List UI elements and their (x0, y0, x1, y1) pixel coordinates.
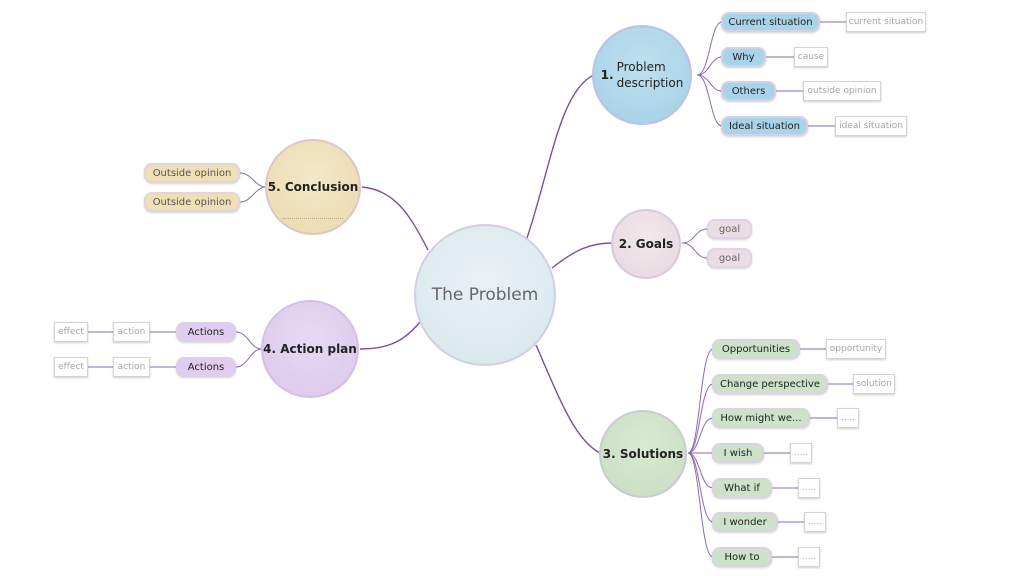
central-topic[interactable]: The Problem (414, 224, 556, 366)
solutions-child-how-to[interactable]: How to (712, 547, 772, 567)
solutions-child-i-wish[interactable]: I wish (712, 443, 764, 463)
branch-solutions[interactable]: 3. Solutions (599, 410, 687, 498)
branch-goals[interactable]: 2. Goals (611, 209, 681, 279)
link-root-problem (526, 74, 595, 239)
leaf-how-to-placeholder[interactable]: ..... (798, 547, 820, 567)
goals-child-goal-2[interactable]: goal (707, 248, 752, 268)
solutions-child-change-perspective[interactable]: Change perspective (712, 374, 828, 394)
pill-label: How to (724, 551, 760, 563)
action-plan-child-actions-2[interactable]: Actions (176, 357, 236, 377)
pill-label: How might we... (720, 412, 802, 424)
problem-label-line1: Problem (616, 60, 666, 74)
link-root-goals (551, 242, 613, 269)
pill-label: I wonder (723, 516, 767, 528)
problem-child-others[interactable]: Others (721, 81, 776, 101)
pill-label: Ideal situation (728, 120, 801, 132)
action-plan-label: 4. Action plan (263, 342, 357, 356)
pill-label: Current situation (728, 16, 813, 28)
leaf-what-if-placeholder[interactable]: ..... (798, 478, 820, 498)
problem-child-ideal-situation[interactable]: Ideal situation (721, 116, 808, 136)
solutions-child-opportunities[interactable]: Opportunities (712, 339, 800, 359)
leaf-opportunity[interactable]: opportunity (826, 339, 886, 359)
goals-child-goal-1[interactable]: goal (707, 219, 752, 239)
problem-child-why[interactable]: Why (721, 47, 766, 67)
branch-action-plan[interactable]: 4. Action plan (261, 300, 359, 398)
pill-label: Outside opinion (152, 196, 232, 208)
leaf-action-2[interactable]: action (113, 357, 150, 377)
pill-label: Why (732, 51, 755, 63)
problem-child-current-situation[interactable]: Current situation (721, 12, 820, 32)
leaf-how-might-we-placeholder[interactable]: ..... (837, 408, 859, 428)
leaf-ideal-situation[interactable]: ideal situation (835, 116, 907, 136)
problem-number: 1. (600, 68, 614, 82)
pill-label: goal (718, 223, 741, 235)
solutions-label: 3. Solutions (602, 447, 684, 461)
leaf-cause[interactable]: cause (794, 47, 828, 67)
conclusion-child-outside-opinion-2[interactable]: Outside opinion (144, 192, 240, 212)
pill-label: I wish (723, 447, 753, 459)
link-root-action (359, 321, 421, 350)
leaf-i-wonder-placeholder[interactable]: ..... (804, 512, 826, 532)
solutions-child-how-might-we[interactable]: How might we... (712, 408, 810, 428)
goals-label: 2. Goals (618, 237, 674, 251)
pill-label: Others (731, 85, 766, 97)
leaf-action-1[interactable]: action (113, 322, 150, 342)
leaf-outside-opinion[interactable]: outside opinion (803, 81, 881, 101)
pill-label: goal (718, 252, 741, 264)
conclusion-dotted-underline (283, 218, 343, 219)
pill-label: Change perspective (719, 378, 821, 390)
link-root-conclusion (361, 186, 429, 251)
branch-problem-description[interactable]: 1. Problem description (592, 25, 692, 125)
conclusion-child-outside-opinion-1[interactable]: Outside opinion (144, 163, 240, 183)
solutions-child-what-if[interactable]: What if (712, 478, 772, 498)
leaf-effect-2[interactable]: effect (54, 357, 88, 377)
pill-label: Actions (187, 361, 225, 373)
pill-label: Actions (187, 326, 225, 338)
conclusion-label: 5. Conclusion (267, 180, 359, 194)
pill-label: Outside opinion (152, 167, 232, 179)
leaf-i-wish-placeholder[interactable]: ..... (790, 443, 812, 463)
leaf-solution[interactable]: solution (853, 374, 895, 394)
solutions-child-i-wonder[interactable]: I wonder (712, 512, 778, 532)
pill-label: Opportunities (721, 343, 791, 355)
action-plan-child-actions-1[interactable]: Actions (176, 322, 236, 342)
link-root-solutions (535, 344, 601, 454)
problem-label-line2: description (616, 76, 684, 90)
pill-label: What if (724, 482, 760, 494)
leaf-current-situation[interactable]: current situation (846, 12, 926, 32)
central-topic-label: The Problem (431, 285, 539, 305)
leaf-effect-1[interactable]: effect (54, 322, 88, 342)
branch-conclusion[interactable]: 5. Conclusion (265, 139, 361, 235)
